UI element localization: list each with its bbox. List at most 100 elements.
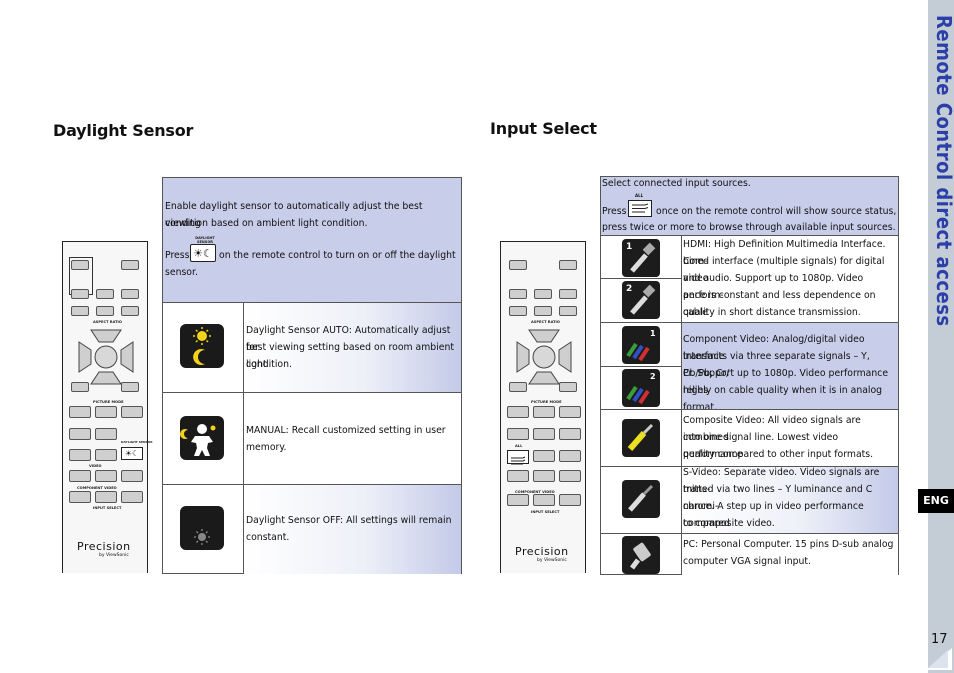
daylight-press-label: Press: [165, 250, 190, 261]
remote-button: [71, 289, 89, 299]
pc-l1: PC: Personal Computer. 15 pins D-sub ana…: [683, 539, 894, 550]
remote-input-key: [507, 450, 529, 465]
remote-button: [534, 289, 552, 299]
daylight-heading: Daylight Sensor: [53, 121, 194, 140]
remote-button: [509, 382, 527, 392]
svideo-l3: nance. A step up in video performance co…: [683, 501, 864, 529]
remote-button: [559, 306, 577, 316]
remote-button: [121, 306, 139, 316]
remote-label-picture: PICTURE MODE: [531, 400, 562, 404]
input-row-pc: PC: Personal Computer. 15 pins D-sub ana…: [682, 534, 898, 575]
sidebar: Remote Control direct access: [928, 0, 954, 673]
remote-button: [559, 382, 577, 392]
hdmi-l1: HDMI: High Definition Multimedia Interfa…: [683, 239, 886, 267]
remote-button: [69, 406, 91, 418]
composite-l3: quality compared to other input formats.: [683, 449, 874, 460]
remote-button: [559, 470, 581, 482]
pc-vga-icon: [622, 536, 660, 574]
svideo-l1: S-Video: Separate video. Video signals a…: [683, 467, 880, 495]
remote-button: [69, 449, 91, 461]
input-row-composite: Composite Video: All video signals are c…: [682, 410, 898, 466]
remote-button: [559, 494, 581, 506]
input-press-rest: once on the remote control will show sou…: [656, 206, 897, 217]
remote-button: [533, 428, 555, 440]
remote-brand-sub: by ViewSonic: [99, 553, 129, 558]
daylight-row-off: Daylight Sensor OFF: All settings will r…: [244, 485, 461, 574]
component-2-number: 2: [650, 372, 656, 381]
remote-button: [533, 450, 555, 462]
remote-label-aspect: ASPECT RATIO: [531, 320, 560, 324]
svideo-icon: [622, 480, 660, 518]
remote-button: [71, 382, 89, 392]
daylight-row-auto-l1: Daylight Sensor AUTO: Automatically adju…: [246, 325, 451, 353]
remote-button: [507, 428, 529, 440]
input-press-label: Press: [602, 206, 627, 217]
page-curl-shade: [928, 650, 948, 668]
hdmi-l3: and audio. Support up to 1080p. Video pe…: [683, 273, 864, 301]
daylight-row-off-l2: constant.: [246, 532, 290, 543]
remote-brand: Precision: [77, 540, 131, 553]
input-row-svideo: S-Video: Separate video. Video signals a…: [682, 467, 898, 533]
composite-l1: Composite Video: All video signals are c…: [683, 415, 861, 443]
daylight-intro-line2: condition based on ambient light conditi…: [165, 218, 368, 229]
remote-button: [533, 406, 555, 418]
component-l3: Pr. Support up to 1080p. Video performan…: [683, 368, 889, 396]
remote-button: [95, 491, 117, 503]
component-1-number: 1: [650, 329, 656, 338]
component-l1: Component Video: Analog/digital video in…: [683, 334, 865, 362]
remote-button: [507, 470, 529, 482]
remote-label-component: COMPONENT VIDEO: [515, 490, 555, 494]
daylight-key-label-2: SENSOR: [196, 240, 214, 244]
input-heading: Input Select: [490, 119, 597, 138]
remote-label-all: ALL: [515, 444, 523, 448]
remote-button: [121, 406, 143, 418]
hdmi-1-icon: 1: [622, 239, 660, 277]
daylight-row-auto: Daylight Sensor AUTO: Automatically adju…: [244, 303, 461, 392]
remote-button: [69, 470, 91, 482]
remote-button: [533, 494, 555, 506]
remote-button: [71, 306, 89, 316]
input-intro-cell: Select connected input sources. ALL Pres…: [601, 177, 898, 235]
remote-dpad: [516, 329, 572, 385]
component-2-icon: 2: [622, 369, 660, 407]
language-badge: ENG: [918, 489, 954, 513]
remote-button: [507, 406, 529, 418]
daylight-press-rest: on the remote control to turn on or off …: [219, 250, 456, 261]
remote-brand-sub: by ViewSonic: [537, 558, 567, 563]
input-row-hdmi: HDMI: High Definition Multimedia Interfa…: [682, 236, 898, 322]
composite-icon: [622, 419, 660, 457]
remote-button: [95, 449, 117, 461]
daylight-row-auto-l2: best viewing setting based on room ambie…: [246, 342, 455, 370]
remote-button: [121, 382, 139, 392]
remote-label-picture: PICTURE MODE: [93, 400, 124, 404]
input-table: Select connected input sources. ALL Pres…: [600, 176, 899, 575]
svideo-l4: to composite video.: [683, 518, 775, 529]
remote-label-video: VIDEO: [89, 464, 102, 468]
remote-daylight: ASPECT RATIO PICTURE MODE DAYLIGHT SENSO…: [62, 241, 153, 573]
composite-l2: into one signal line. Lowest video perfo…: [683, 432, 839, 460]
daylight-row-manual-l1: MANUAL: Recall customized setting in use…: [246, 425, 446, 436]
daylight-key-label: DAYLIGHT SENSOR: [195, 236, 215, 244]
remote-button: [559, 428, 581, 440]
remote-dpad: [78, 329, 134, 385]
daylight-row-manual: MANUAL: Recall customized setting in use…: [244, 393, 461, 484]
hdmi-2-number: 2: [626, 284, 632, 294]
hdmi-2-icon: 2: [622, 281, 660, 319]
remote-button: [95, 470, 117, 482]
remote-button: [533, 470, 555, 482]
remote-button: [121, 289, 139, 299]
remote-button: [509, 306, 527, 316]
remote-button: [121, 260, 139, 270]
remote-button: [71, 260, 89, 270]
daylight-row-auto-l3: condition.: [246, 359, 292, 370]
input-press-line2: press twice or more to browse through av…: [602, 222, 896, 233]
input-select-key-icon: [628, 200, 652, 217]
remote-label-component: COMPONENT VIDEO: [77, 486, 117, 490]
remote-button: [534, 306, 552, 316]
daylight-manual-icon: [180, 416, 224, 460]
daylight-row-manual-l2: memory.: [246, 442, 287, 453]
pc-l2: computer VGA signal input.: [683, 556, 811, 567]
input-intro-line1: Select connected input sources.: [602, 178, 751, 189]
remote-label-aspect: ASPECT RATIO: [93, 320, 122, 324]
remote-button: [69, 428, 91, 440]
